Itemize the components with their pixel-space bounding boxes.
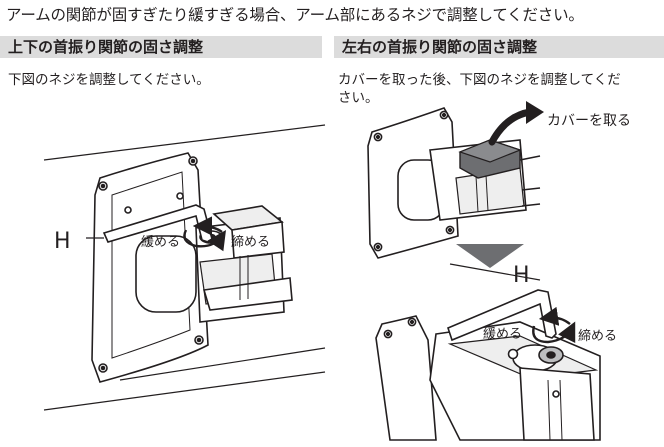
right-top-illustration xyxy=(367,101,544,259)
right-tighten-label: 締める xyxy=(578,328,617,344)
left-instruction: 下図のネジを調整してください。 xyxy=(8,72,210,88)
left-illustration xyxy=(43,124,326,411)
right-bottom-illustration xyxy=(375,263,601,441)
right-loosen-label: 緩める xyxy=(483,327,522,342)
left-tighten-label: 締める xyxy=(231,234,270,250)
intro-text: アームの関節が固すぎたり緩すぎる場合、アーム部にあるネジで調整してください。 xyxy=(6,6,584,24)
right-wrench-label: H xyxy=(513,263,530,288)
left-section-title: 上下の首振り関節の固さ調整 xyxy=(0,36,322,58)
right-cover-label: カバーを取る xyxy=(547,113,631,129)
left-wrench-label: H xyxy=(54,229,71,254)
right-instruction-line1: カバーを取った後、下図のネジを調整してくだ xyxy=(338,72,621,88)
right-section-title: 左右の首振り関節の固さ調整 xyxy=(334,36,664,58)
down-arrow xyxy=(456,244,524,268)
right-instruction-line2: さい。 xyxy=(338,90,379,106)
left-loosen-label: 緩める xyxy=(141,235,180,250)
